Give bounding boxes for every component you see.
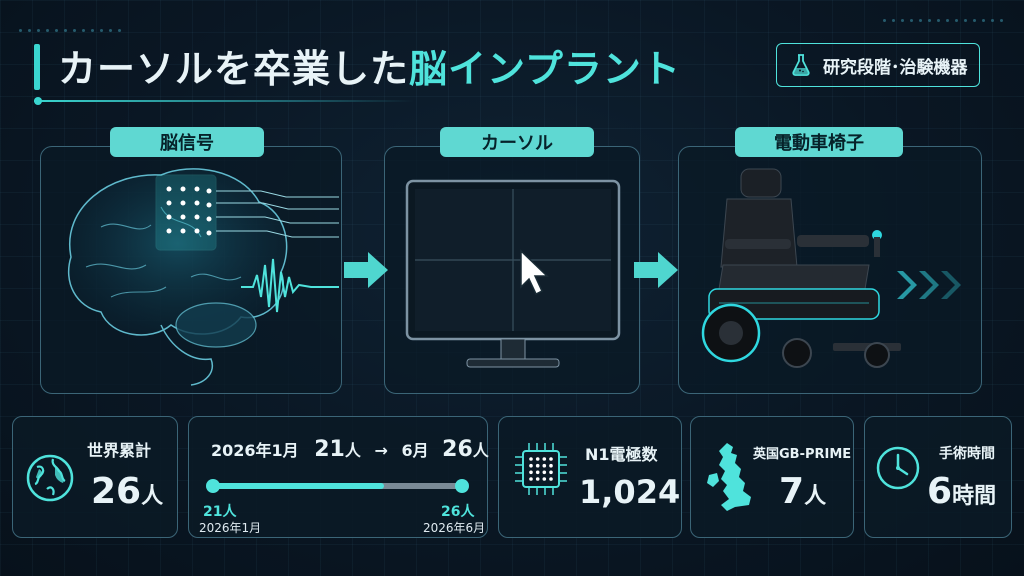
timeline-end-dot	[455, 479, 469, 493]
timeline-start-label: 2026年1月	[211, 441, 299, 460]
timeline-end-label: 6月	[401, 441, 429, 460]
timeline-end-value: 26	[442, 437, 473, 462]
timeline-summary: 2026年1月 21人 → 6月 26人	[211, 437, 489, 462]
world-total-unit: 人	[141, 484, 164, 509]
brain-icon	[67, 168, 339, 386]
uk-number: 7	[779, 471, 805, 512]
timeline-start-dot	[206, 479, 220, 493]
uk-unit: 人	[804, 484, 827, 509]
badge-label: 研究段階･治験機器	[823, 57, 968, 78]
timeline-end-marker: 26人	[441, 504, 475, 520]
panel-wheelchair	[678, 146, 982, 394]
timeline-fill	[211, 483, 384, 489]
decor-dots	[16, 20, 136, 39]
surgery-time-value: 6時間	[927, 471, 996, 512]
stat-card-electrodes: N1電極数 1,024	[498, 416, 682, 538]
stat-card-world-total: 世界累計 26人	[12, 416, 178, 538]
stat-card-surgery-time: 手術時間 6時間	[864, 416, 1012, 538]
monitor-icon	[405, 179, 621, 368]
timeline-end-date: 2026年6月	[423, 521, 486, 535]
panel-brain-signal	[40, 146, 342, 394]
world-total-number: 26	[91, 471, 142, 512]
world-total-value: 26人	[91, 471, 163, 512]
stat-card-uk-gb-prime: 英国GB-PRIME 7人	[690, 416, 854, 538]
chip-icon	[515, 443, 567, 495]
globe-icon	[26, 454, 74, 502]
surgery-unit: 時間	[952, 484, 997, 509]
surgery-number: 6	[927, 471, 953, 512]
timeline-end-unit: 人	[472, 441, 489, 460]
timeline-arrow: →	[374, 441, 388, 460]
clock-icon	[876, 446, 920, 490]
wheelchair-icon	[701, 168, 961, 368]
title-accent-bar	[34, 44, 40, 90]
research-stage-badge: 研究段階･治験機器	[776, 43, 980, 87]
timeline-start-marker: 21人	[203, 504, 237, 520]
world-total-label: 世界累計	[87, 441, 152, 460]
timeline-start-date: 2026年1月	[199, 521, 262, 535]
panel-label-cursor: カーソル	[440, 127, 594, 157]
uk-gb-prime-label: 英国GB-PRIME	[753, 447, 852, 462]
title-highlight: 脳インプラント	[409, 47, 681, 91]
uk-gb-prime-value: 7人	[779, 471, 826, 512]
electrodes-value: 1,024	[579, 473, 681, 511]
title-main: カーソルを卒業した	[58, 47, 410, 91]
timeline-start-value: 21	[314, 437, 345, 462]
arrow-right-icon	[634, 252, 678, 288]
decor-dots	[880, 10, 1020, 29]
uk-map-icon	[707, 443, 751, 511]
timeline-track	[211, 483, 465, 489]
timeline-start-unit: 人	[344, 441, 361, 460]
title-underline	[34, 97, 414, 105]
electrodes-label: N1電極数	[585, 445, 658, 464]
page-title: カーソルを卒業した脳インプラント	[58, 38, 681, 93]
flask-icon	[792, 54, 810, 76]
surgery-time-label: 手術時間	[939, 446, 995, 462]
stat-card-timeline: 2026年1月 21人 → 6月 26人 21人 2026年1月 26人 202…	[188, 416, 489, 538]
panel-label-wheelchair: 電動車椅子	[735, 127, 903, 157]
panel-label-brain-signal: 脳信号	[110, 127, 264, 157]
panel-cursor	[384, 146, 640, 394]
arrow-right-icon	[344, 252, 388, 288]
